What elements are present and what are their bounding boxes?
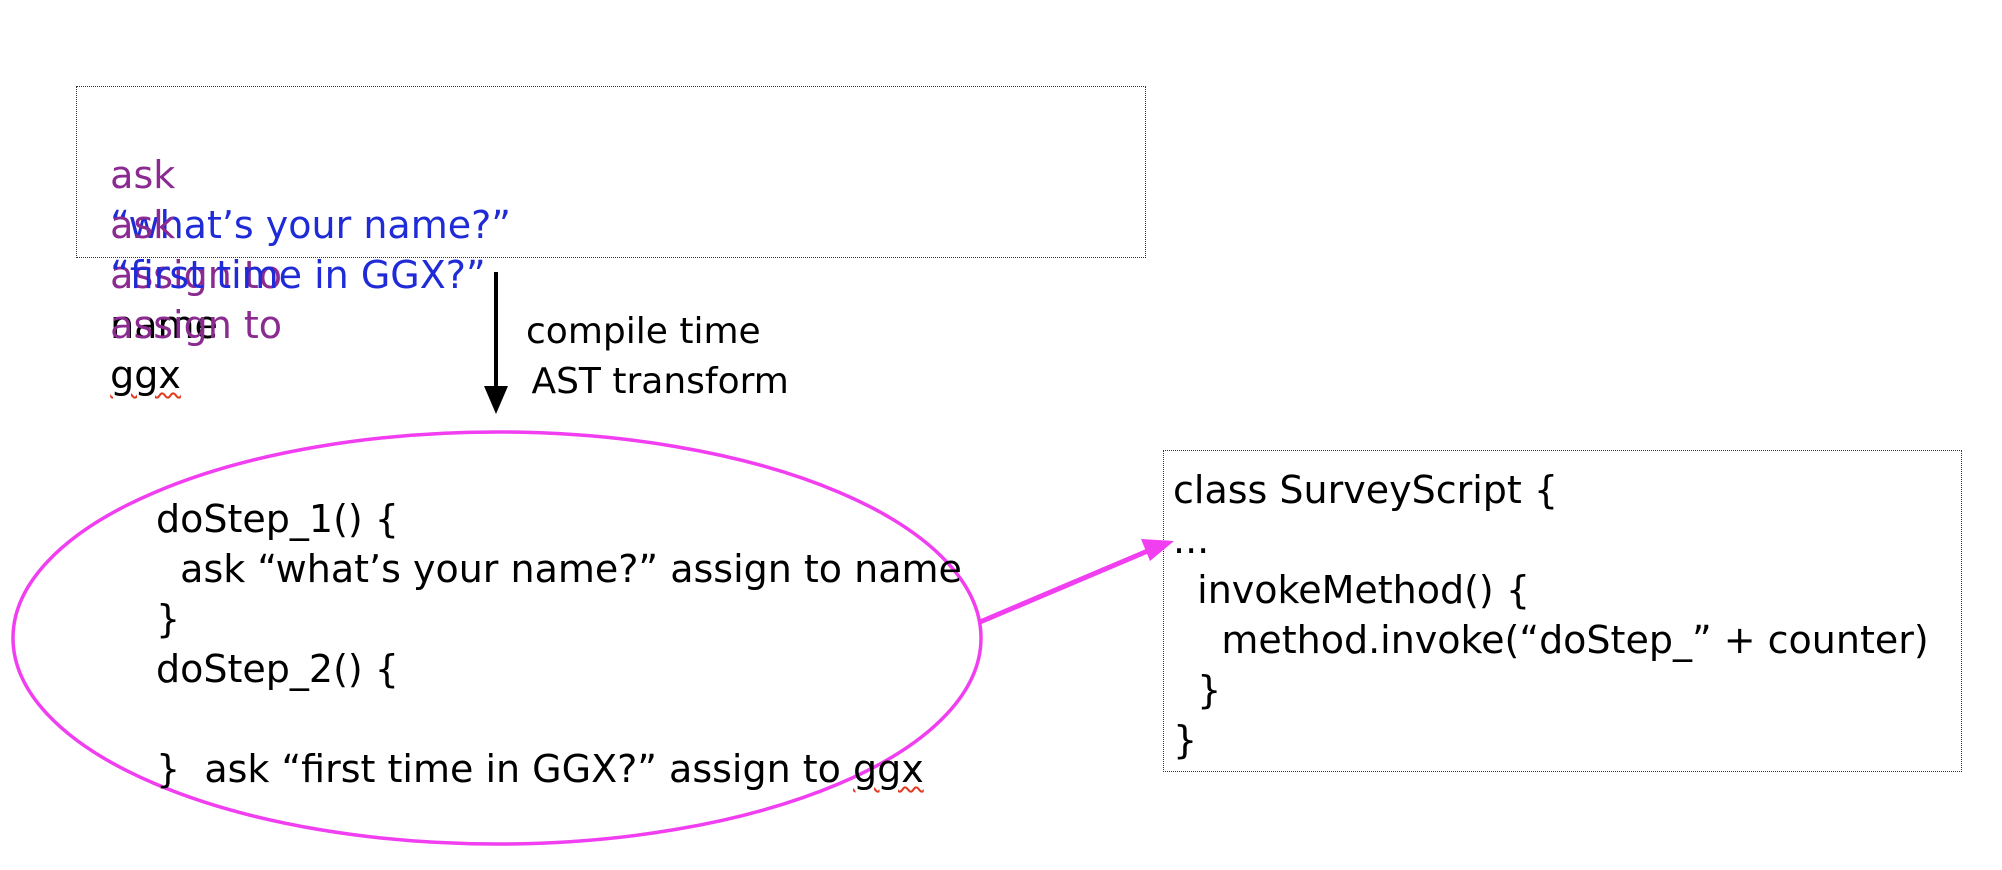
- pink-arrow-shaft: [979, 547, 1151, 625]
- ellipse-line-1: doStep_1() {: [156, 497, 399, 541]
- variable-name: ggx: [852, 747, 924, 791]
- class-line-3: invokeMethod() {: [1173, 568, 1530, 612]
- ellipse-line-4: doStep_2() {: [156, 647, 399, 691]
- class-line-6: }: [1173, 718, 1198, 762]
- source-code-box: [76, 86, 1146, 258]
- source-line-2: ask “first time in GGX?” assign to ggx: [86, 150, 486, 400]
- ellipse-line-3: }: [156, 597, 181, 641]
- source-line-1: ask “what’s your name?” assign to name: [86, 100, 511, 350]
- ellipse-line-2: ask “what’s your name?” assign to name: [156, 547, 962, 591]
- class-line-1: class SurveyScript {: [1173, 468, 1559, 512]
- class-line-4: method.invoke(“doStep_” + counter): [1173, 618, 1929, 662]
- pink-arrow-head: [1141, 539, 1174, 561]
- class-line-5: }: [1173, 668, 1222, 712]
- transform-label-line-2: AST transform: [520, 361, 789, 402]
- ellipse-line-6: }: [156, 747, 181, 791]
- class-line-2: ...: [1173, 518, 1210, 562]
- generated-code-ellipse: [11, 430, 983, 846]
- variable-name: ggx: [110, 353, 181, 397]
- class-code-box: [1163, 450, 1962, 772]
- variable-name: name: [110, 303, 218, 347]
- compile-arrow-head: [484, 386, 508, 414]
- ellipse-line-5-text: ask “first time in GGX?” assign to: [180, 747, 853, 791]
- keyword-ask: ask: [110, 153, 176, 197]
- string-literal: “what’s your name?”: [110, 203, 511, 247]
- ellipse-line-5: ask “first time in GGX?” assign to ggx: [156, 694, 924, 794]
- keyword-ask: ask: [110, 203, 176, 247]
- keyword-assign-to: assign to: [110, 253, 283, 297]
- keyword-assign-to: assign to: [110, 303, 283, 347]
- string-literal: “first time in GGX?”: [110, 253, 486, 297]
- transform-label-line-1: compile time: [526, 311, 761, 352]
